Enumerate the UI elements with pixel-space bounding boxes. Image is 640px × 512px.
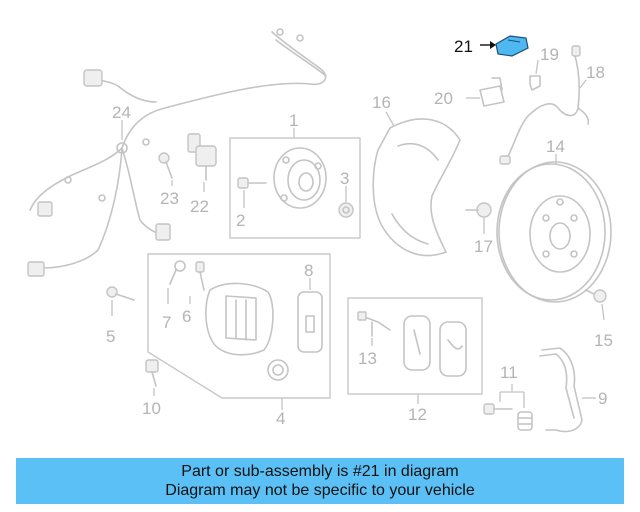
part-7-bleeder[interactable] bbox=[169, 260, 186, 285]
part-16-splash-shield[interactable] bbox=[372, 118, 461, 257]
callout-24: 24 bbox=[112, 103, 131, 122]
callout-19: 19 bbox=[540, 45, 559, 64]
part-24-wiring-harness[interactable] bbox=[27, 28, 327, 277]
part-caliper-body[interactable] bbox=[205, 282, 274, 356]
callout-21: 21 bbox=[454, 37, 473, 56]
part-3-hub-nut[interactable] bbox=[338, 202, 354, 218]
callout-12: 12 bbox=[408, 405, 427, 424]
callout-11: 11 bbox=[500, 363, 518, 382]
callout-13: 13 bbox=[358, 349, 377, 368]
part-20-hose-bracket[interactable] bbox=[479, 77, 505, 107]
part-15-rotor-screw[interactable] bbox=[585, 289, 607, 303]
part-12-brake-pads[interactable] bbox=[403, 315, 467, 377]
callout-6: 6 bbox=[182, 307, 191, 326]
callout-9: 9 bbox=[598, 389, 607, 408]
callout-17: 17 bbox=[474, 237, 493, 256]
part-19-hose-clip[interactable] bbox=[529, 75, 541, 91]
callout-16: 16 bbox=[372, 93, 391, 112]
part-14-brake-rotor[interactable] bbox=[496, 161, 612, 303]
callout-21-arrowhead bbox=[490, 41, 496, 49]
callout-3: 3 bbox=[340, 169, 349, 188]
callout-22: 22 bbox=[190, 197, 209, 216]
callout-2: 2 bbox=[236, 211, 245, 230]
hub-assembly-box bbox=[229, 137, 361, 239]
part-8-pad-set[interactable] bbox=[297, 291, 323, 353]
part-5-caliper-bolt[interactable] bbox=[106, 286, 135, 301]
callout-18: 18 bbox=[586, 63, 605, 82]
callout-8: 8 bbox=[304, 261, 313, 280]
part-10-carrier-bolt[interactable] bbox=[145, 359, 159, 387]
caliper-assembly-box bbox=[147, 253, 331, 399]
part-caliper-piston-seal[interactable] bbox=[267, 359, 289, 381]
banner-line-1: Part or sub-assembly is #21 in diagram bbox=[181, 463, 459, 480]
part-9-caliper-bracket[interactable] bbox=[539, 347, 583, 433]
callout-20: 20 bbox=[434, 89, 453, 108]
part-18-brake-hose[interactable] bbox=[499, 45, 590, 165]
part-2-hub-bolt[interactable] bbox=[237, 177, 267, 189]
callout-1: 1 bbox=[289, 111, 298, 130]
callout-5: 5 bbox=[106, 327, 115, 346]
callout-23: 23 bbox=[160, 189, 179, 208]
part-17-shield-bolt[interactable] bbox=[465, 202, 492, 218]
callout-10: 10 bbox=[142, 399, 161, 418]
info-banner: Part or sub-assembly is #21 in diagram D… bbox=[16, 458, 624, 504]
part-13-wear-sensor[interactable] bbox=[357, 311, 391, 337]
callout-14: 14 bbox=[546, 137, 565, 156]
part-11-guide-pins[interactable] bbox=[483, 403, 533, 431]
pad-kit-box bbox=[347, 297, 483, 395]
part-21-highlighted[interactable] bbox=[495, 35, 529, 57]
callout-15: 15 bbox=[594, 331, 613, 350]
part-1-wheel-hub[interactable] bbox=[273, 147, 327, 209]
part-6-cap[interactable] bbox=[195, 261, 205, 291]
banner-line-2: Diagram may not be specific to your vehi… bbox=[165, 482, 475, 499]
part-22-speed-sensor[interactable] bbox=[187, 133, 217, 181]
callout-7: 7 bbox=[162, 313, 171, 332]
part-23-sensor-bolt[interactable] bbox=[158, 152, 173, 179]
callout-4: 4 bbox=[276, 409, 285, 428]
